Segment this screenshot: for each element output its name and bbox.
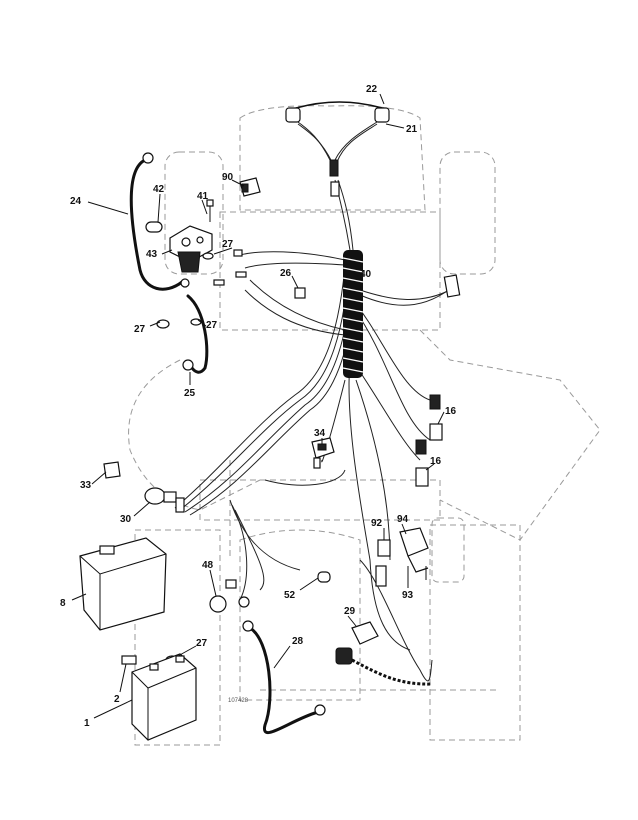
switch-29 [335,621,433,686]
spacer-42 [145,221,163,233]
headlight-right [374,107,390,123]
callout-2: 2 [114,694,120,705]
clip-33 [103,461,121,479]
lamp-48 [209,579,250,613]
headlight-left [285,107,301,123]
callout-94: 94 [397,514,409,525]
connectors-16 [415,394,443,487]
leader-lines [71,93,445,719]
headlight-connector-mate [330,181,340,197]
module-94 [375,527,429,587]
callout-26: 26 [280,268,292,279]
connector-92 [377,539,391,557]
callout-22: 22 [366,84,378,95]
callout-1: 1 [84,718,90,729]
connector-16-upper [429,423,443,441]
headlight-connector [329,159,339,177]
battery-cables [129,152,326,735]
terminal-bolt-2 [121,655,137,665]
callout-21: 21 [406,124,418,135]
cable-28 [248,626,320,735]
solenoid-assembly [145,177,261,273]
hardware-27 [156,249,247,665]
callout-24: 24 [70,196,82,207]
callout-27-a: 27 [222,239,234,250]
callout-27-d: 27 [196,638,208,649]
callout-27-c: 27 [206,320,218,331]
drawing-number: 107428 [228,698,249,704]
switch-34 [311,437,335,469]
callout-90: 90 [222,172,234,183]
callout-42: 42 [153,184,165,195]
callout-33: 33 [80,480,92,491]
callouts: 24 42 41 43 27 27 27 25 90 22 21 26 40 1… [60,84,457,729]
side-connector [443,274,461,298]
callout-8: 8 [60,598,66,609]
callout-27-b: 27 [134,324,146,335]
callout-93: 93 [402,590,414,601]
callout-40: 40 [360,269,372,280]
battery-box-8 [79,537,167,631]
cable-25 [186,294,209,374]
ignition-switch-30 [144,487,185,513]
callout-92: 92 [371,518,383,529]
callout-16-b: 16 [430,456,442,467]
callout-48: 48 [202,560,214,571]
callout-30: 30 [120,514,132,525]
connector-26 [294,287,306,299]
callout-52: 52 [284,590,296,601]
battery-1 [121,653,197,741]
callout-29: 29 [344,606,356,617]
callout-25: 25 [184,388,196,399]
harness-coil-40 [342,250,364,378]
callout-34: 34 [314,428,326,439]
callout-41: 41 [197,191,209,202]
cable-24 [129,158,184,291]
connector-52 [317,571,331,583]
callout-16-a: 16 [445,406,457,417]
connector-16-lower [415,467,429,487]
callout-43: 43 [146,249,158,260]
callout-28: 28 [292,636,304,647]
headlight-harness [285,101,390,197]
